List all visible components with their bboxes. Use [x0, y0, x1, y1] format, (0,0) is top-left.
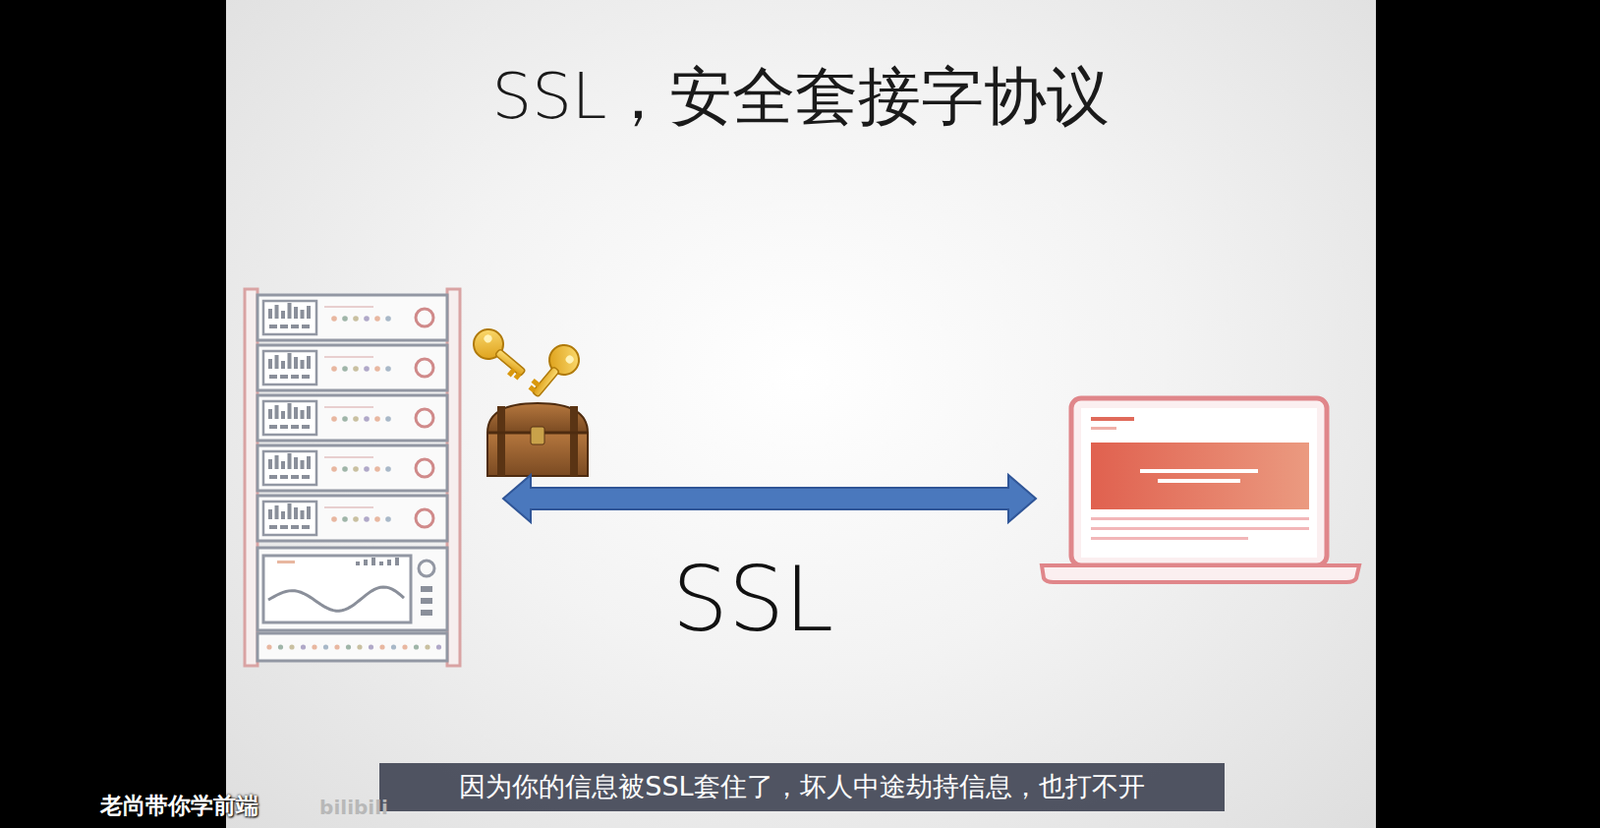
server-rack — [244, 288, 460, 666]
protocol-label-holder: SSL — [601, 548, 905, 651]
channel-watermark-holder: 老尚带你学前端 — [47, 792, 311, 818]
laptop — [1041, 398, 1360, 582]
channel-watermark: 老尚带你学前端 — [47, 792, 311, 818]
slide-title: SSL，安全套接字协议 — [354, 60, 1248, 134]
protocol-label: SSL — [601, 548, 905, 651]
slide-title-holder: SSL，安全套接字协议 — [354, 60, 1248, 134]
subtitle-caption-holder: 因为你的信息被SSL套住了，坏人中途劫持信息，也打不开 — [375, 770, 1229, 801]
subtitle-caption: 因为你的信息被SSL套住了，坏人中途劫持信息，也打不开 — [375, 770, 1229, 801]
keys-icon — [467, 323, 585, 404]
site-watermark: bilibili — [290, 796, 417, 819]
double-arrow — [503, 474, 1036, 522]
treasure-chest — [487, 402, 588, 476]
site-watermark-holder: bilibili — [290, 796, 417, 819]
